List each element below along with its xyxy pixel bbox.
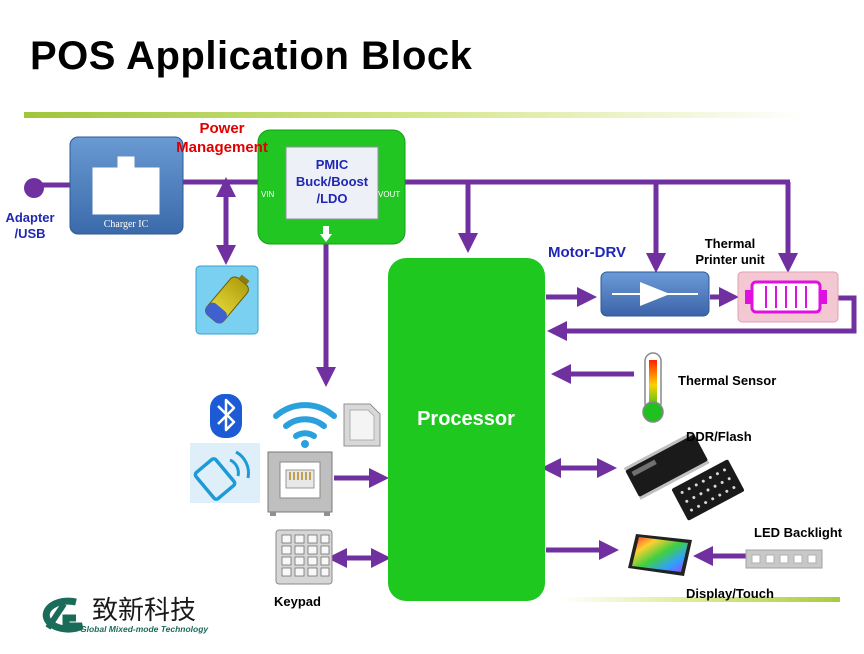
title-underline <box>24 112 804 118</box>
thermal-sensor-label: Thermal Sensor <box>678 373 776 388</box>
charger-house-icon <box>92 156 160 215</box>
adapter-usb-label: Adapter/USB <box>5 210 54 241</box>
thermal-printer-block <box>737 271 839 323</box>
ddr-flash-label: DDR/Flash <box>686 429 752 444</box>
sd-card-icon <box>343 403 381 447</box>
page-title: POS Application Block <box>30 34 473 78</box>
charger-ic-label: Charger IC <box>104 219 149 230</box>
logo-text-cn: 致新科技 <box>92 596 196 626</box>
power-management-block <box>257 129 406 245</box>
keypad-icon <box>275 529 333 585</box>
footer-bar <box>560 597 840 602</box>
vout-label: VOUT <box>378 190 400 199</box>
logo-text-en: Global Mixed-mode Technology <box>80 624 209 634</box>
vin-label: VIN <box>261 190 275 199</box>
motor-drv-label: Motor-DRV <box>548 244 626 261</box>
thermometer-icon <box>642 352 664 423</box>
bluetooth-icon <box>210 394 242 438</box>
battery-icon <box>195 265 259 335</box>
processor-label: Processor <box>417 408 515 430</box>
company-logo-icon <box>42 597 84 633</box>
nfc-icon <box>190 443 260 503</box>
pmic-output-arrow-icon <box>320 234 332 242</box>
power-bus <box>34 176 857 568</box>
led-backlight-strip-icon <box>745 549 823 569</box>
display-touch-label: Display/Touch <box>686 586 774 601</box>
ethernet-jack-icon <box>267 451 333 516</box>
charger-ic-block <box>69 136 184 235</box>
processor-block <box>388 258 545 601</box>
keypad-label: Keypad <box>274 594 321 609</box>
adapter-plug-icon <box>24 178 44 198</box>
ddr-flash-chips-icon <box>623 431 744 521</box>
motor-driver-block <box>600 271 710 317</box>
display-icon <box>628 534 692 576</box>
wifi-icon <box>273 402 337 448</box>
motor-driver-triangle-icon <box>640 282 670 306</box>
led-backlight-label: LED Backlight <box>754 525 843 540</box>
